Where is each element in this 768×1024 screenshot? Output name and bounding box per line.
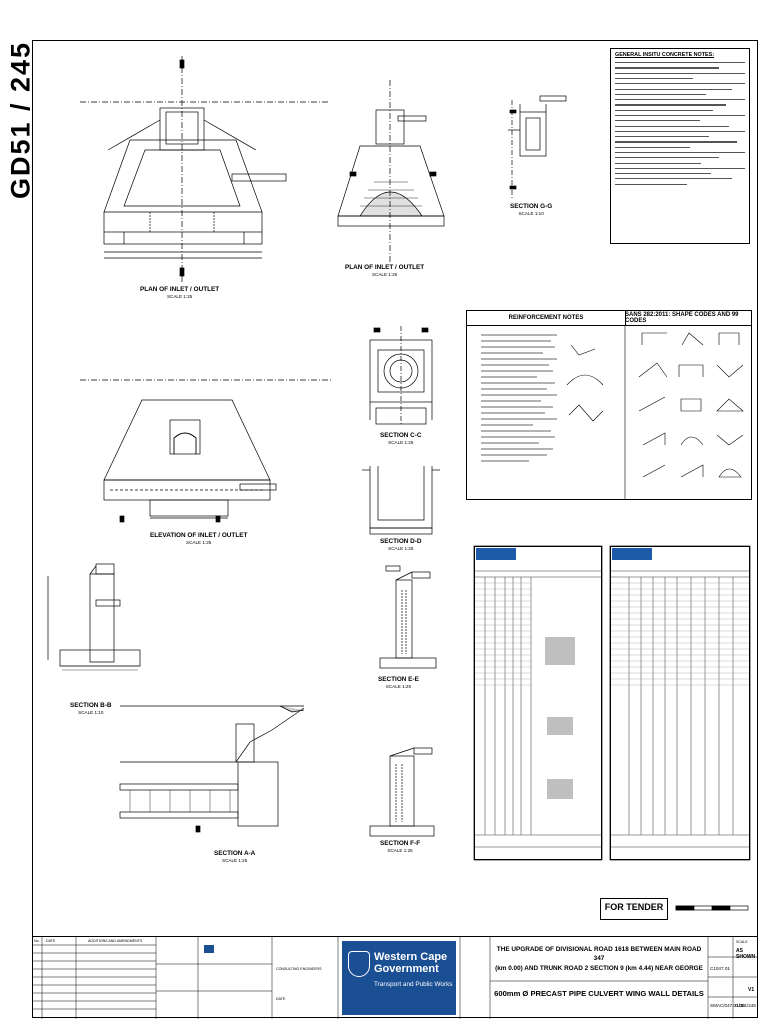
- drawing-number: SMAC/047.01/30: [710, 1003, 745, 1008]
- elevation-drawing: [80, 379, 332, 523]
- section-ff-drawing: [369, 747, 435, 837]
- bending-schedule-grid-right: [611, 570, 749, 848]
- col-no: No.: [34, 939, 40, 943]
- plan-right-drawing: [337, 80, 445, 264]
- reinforcement-notes-panel: REINFORCEMENT NOTES SANS 282:2011: SHAPE…: [466, 310, 752, 500]
- bending-schedule-left: [474, 546, 602, 860]
- section-aa-drawing: [119, 705, 305, 833]
- consulting-engineers-label: CONSULTING ENGINEERS: [276, 967, 322, 971]
- general-notes-heading: GENERAL INSITU CONCRETE NOTES:: [615, 52, 715, 58]
- shape-codes-heading: SANS 282:2011: SHAPE CODES AND 99 CODES: [625, 311, 751, 326]
- drawing-title: 600mm Ø PRECAST PIPE CULVERT WING WALL D…: [494, 989, 704, 998]
- drawing-frame: [32, 40, 758, 1018]
- col-date: DATE: [46, 939, 56, 943]
- scale-label: SCALE: [736, 940, 748, 944]
- contract-number: C1047.01: [710, 966, 730, 971]
- plan-top-drawing: [80, 56, 330, 282]
- scale-value: AS SHOWN: [736, 948, 756, 960]
- project-title: THE UPGRADE OF DIVISIONAL ROAD 1618 BETW…: [495, 946, 703, 972]
- for-tender-stamp: FOR TENDER: [600, 898, 668, 920]
- bending-schedule-grid-left: [475, 570, 601, 848]
- consultant-logo-2: [612, 548, 652, 560]
- col-amendments: ADDITIONS AND AMENDMENTS: [88, 939, 143, 943]
- title-block: No. DATE ADDITIONS AND AMENDMENTS CONSUL…: [32, 936, 758, 1019]
- revision: V1: [748, 987, 755, 993]
- general-notes-box: GENERAL INSITU CONCRETE NOTES:: [610, 48, 750, 244]
- consultant-logo: [476, 548, 516, 560]
- reinforcement-notes-heading: REINFORCEMENT NOTES: [467, 311, 626, 326]
- date-label: DATE: [276, 997, 286, 1001]
- bending-schedule-right: [610, 546, 750, 860]
- sheet-number: GD51/245: [735, 1003, 756, 1008]
- shape-codes-sketches: [481, 325, 744, 499]
- crest-icon: [348, 951, 370, 977]
- section-ee-drawing: [379, 565, 437, 669]
- section-cc-drawing: [369, 326, 433, 426]
- section-dd-drawing: [362, 466, 440, 535]
- section-bb-drawing: [47, 563, 141, 671]
- title-block-grid: [32, 937, 758, 1019]
- section-gg-drawing: [508, 95, 567, 200]
